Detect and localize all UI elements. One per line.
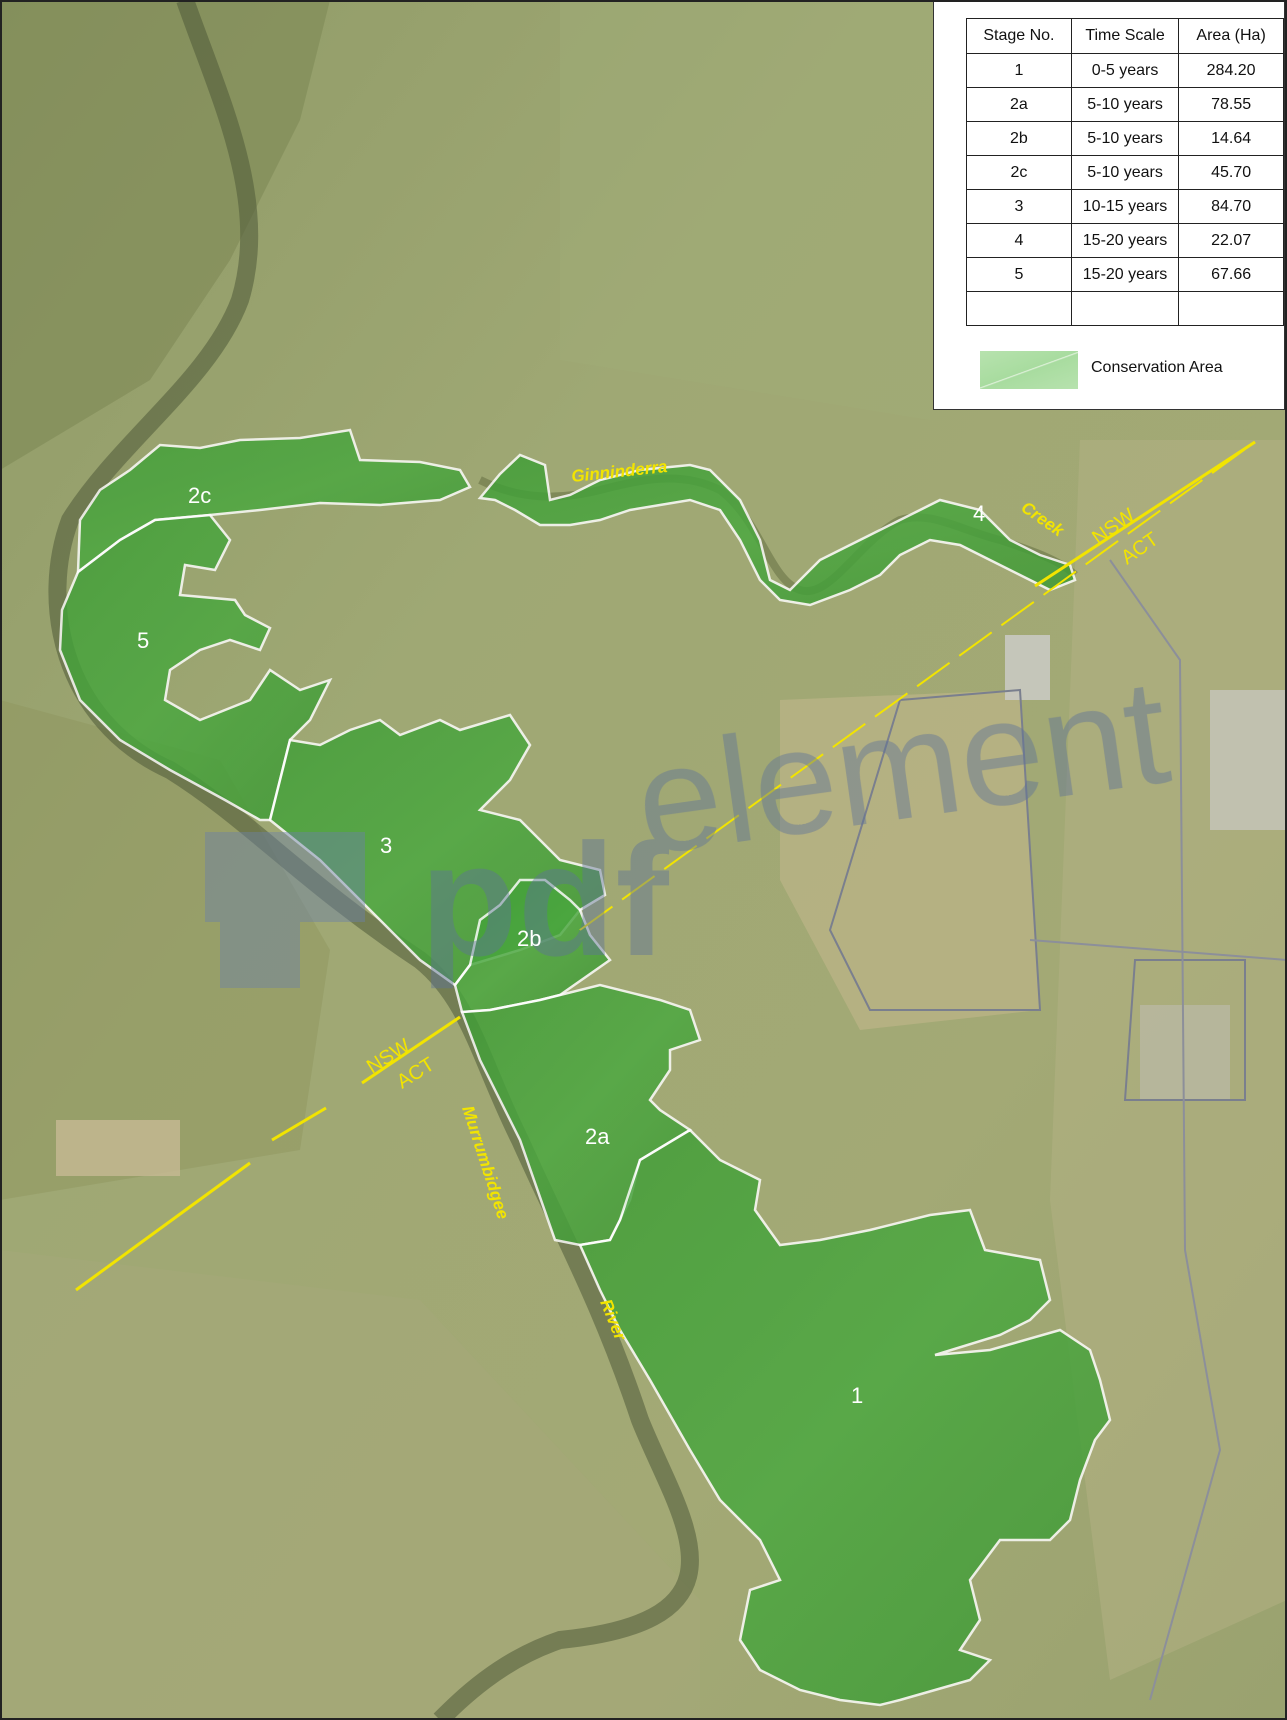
legend-panel: Stage No. Time Scale Area (Ha) 1 0-5 yea…: [933, 0, 1285, 410]
watermark-text-bold: pdf: [420, 810, 669, 989]
stage-1-polygon: [578, 1128, 1112, 1707]
stage-2c-polygon: [76, 428, 472, 575]
table-row: 3 10-15 years 84.70: [966, 189, 1284, 224]
table-cell: 2b: [966, 121, 1072, 156]
table-row: 2b 5-10 years 14.64: [966, 121, 1284, 156]
stage-label-4: 4: [973, 501, 985, 526]
murrumbidgee-river: [48, 0, 699, 1720]
table-cell: 0-5 years: [1070, 53, 1180, 88]
table-row: [966, 291, 1284, 326]
table-cell: 5: [966, 257, 1072, 292]
road-line: [1029, 939, 1287, 961]
table-cell: 15-20 years: [1070, 257, 1180, 292]
nsw-act-border-line: [75, 1161, 251, 1292]
stage-label-1: 1: [851, 1383, 863, 1408]
site-boundary-line: [828, 688, 1042, 1011]
site-boundary-line: [1123, 959, 1246, 1101]
facility-area: [1005, 635, 1050, 700]
stage-label-2a: 2a: [585, 1124, 610, 1149]
column-header: Time Scale: [1070, 18, 1180, 54]
table-cell: 84.70: [1178, 189, 1284, 224]
table-cell: 1: [966, 53, 1072, 88]
table-row: 2a 5-10 years 78.55: [966, 87, 1284, 122]
stage-label-3: 3: [380, 833, 392, 858]
stage-label-2b: 2b: [517, 926, 541, 951]
paddock: [56, 1120, 180, 1176]
table-row: 1 0-5 years 284.20: [966, 53, 1284, 88]
stage-label-2c: 2c: [188, 483, 211, 508]
table-cell: 2a: [966, 87, 1072, 122]
suburb-area: [1210, 690, 1287, 830]
stage-2a-polygon: [460, 983, 702, 1247]
road-line: [1109, 559, 1222, 1701]
table-row: 4 15-20 years 22.07: [966, 223, 1284, 258]
stage-table: Stage No. Time Scale Area (Ha) 1 0-5 yea…: [966, 18, 1284, 326]
table-cell: 5-10 years: [1070, 155, 1180, 190]
table-cell: 14.64: [1178, 121, 1284, 156]
table-cell: 78.55: [1178, 87, 1284, 122]
conservation-area-label: Conservation Area: [1091, 359, 1223, 376]
terrain-patch: [780, 690, 1040, 1030]
table-header-row: Stage No. Time Scale Area (Ha): [966, 18, 1284, 54]
table-cell: 284.20: [1178, 53, 1284, 88]
column-header: Stage No.: [966, 18, 1072, 54]
table-cell: 10-15 years: [1070, 189, 1180, 224]
table-cell: 67.66: [1178, 257, 1284, 292]
table-row: 5 15-20 years 67.66: [966, 257, 1284, 292]
nsw-act-border-line: [361, 1015, 461, 1085]
table-cell: [1178, 291, 1284, 326]
nsw-act-border-line: [271, 1106, 327, 1142]
column-header: Area (Ha): [1178, 18, 1284, 54]
table-cell: [1070, 291, 1180, 326]
facility-area: [1140, 1005, 1230, 1100]
table-cell: 5-10 years: [1070, 121, 1180, 156]
watermark-logo-block: [220, 918, 300, 988]
stage-5-polygon: [58, 513, 333, 822]
conservation-area-swatch: [980, 351, 1078, 389]
terrain-patch: [560, 0, 930, 420]
watermark-logo-block: [205, 832, 365, 922]
nsw-act-border-line: [1034, 440, 1256, 588]
table-cell: 2c: [966, 155, 1072, 190]
terrain-patch: [0, 0, 330, 470]
terrain-patch: [0, 1250, 700, 1720]
table-cell: 22.07: [1178, 223, 1284, 258]
table-cell: [966, 291, 1072, 326]
table-cell: 45.70: [1178, 155, 1284, 190]
table-row: 2c 5-10 years 45.70: [966, 155, 1284, 190]
table-cell: 4: [966, 223, 1072, 258]
table-cell: 15-20 years: [1070, 223, 1180, 258]
nsw-act-border-line: [579, 441, 1256, 931]
table-cell: 5-10 years: [1070, 87, 1180, 122]
table-cell: 3: [966, 189, 1072, 224]
stage-label-5: 5: [137, 628, 149, 653]
